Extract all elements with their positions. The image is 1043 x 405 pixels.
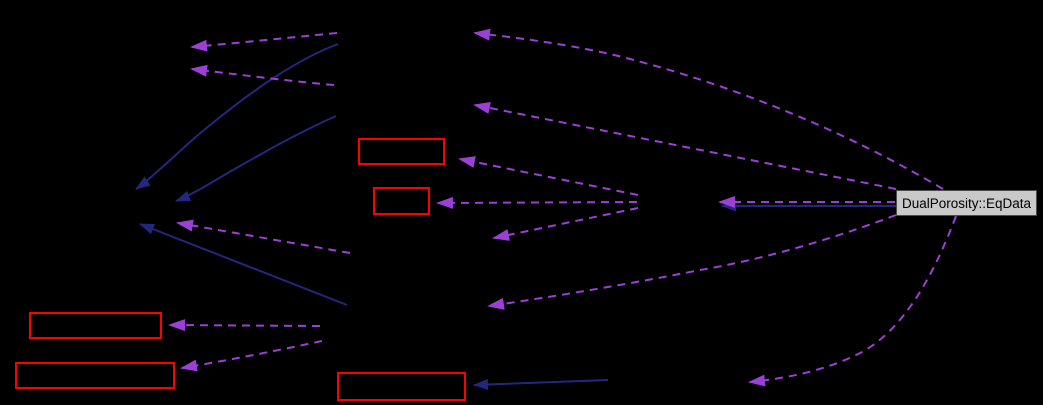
current-node-label: DualPorosity::EqData — [901, 195, 1032, 211]
edge-dashed-midcenter-to-left — [176, 219, 351, 254]
graph-node-current: DualPorosity::EqData — [896, 190, 1037, 216]
edge-dashed-hub-to-red-node-2 — [436, 196, 638, 209]
edge-solid-topcurve-1 — [135, 43, 339, 190]
edge-dashed-top-left-2 — [190, 64, 335, 86]
edge-dashed-eqdata-to-topcenter-upper — [473, 28, 944, 190]
edge-dashed-eqdata-to-topcenter-lower — [473, 102, 897, 190]
graph-node-truncated-1[interactable] — [358, 138, 445, 165]
edge-dashed-to-red-node-4 — [180, 340, 323, 372]
edge-solid-topcurve-2 — [175, 115, 337, 202]
edge-dashed-top-left-1 — [190, 32, 338, 52]
edge-dashed-hub-to-red-node-1 — [458, 156, 639, 196]
graph-node-truncated-4[interactable] — [15, 362, 175, 389]
graph-node-truncated-2[interactable] — [373, 187, 430, 215]
edge-solid-bottomcenter-to-left — [139, 223, 348, 306]
edge-dashed-eqdata-bottom-arc — [748, 215, 957, 387]
graph-node-truncated-3[interactable] — [29, 312, 162, 339]
edge-dashed-hub-to-midcenter — [492, 207, 639, 241]
edge-solid-to-red-node-5 — [473, 378, 609, 390]
edge-dashed-eqdata-to-bottomcenter — [487, 214, 897, 310]
graph-node-truncated-5[interactable] — [337, 372, 466, 401]
edge-dashed-to-red-node-3 — [168, 319, 321, 332]
